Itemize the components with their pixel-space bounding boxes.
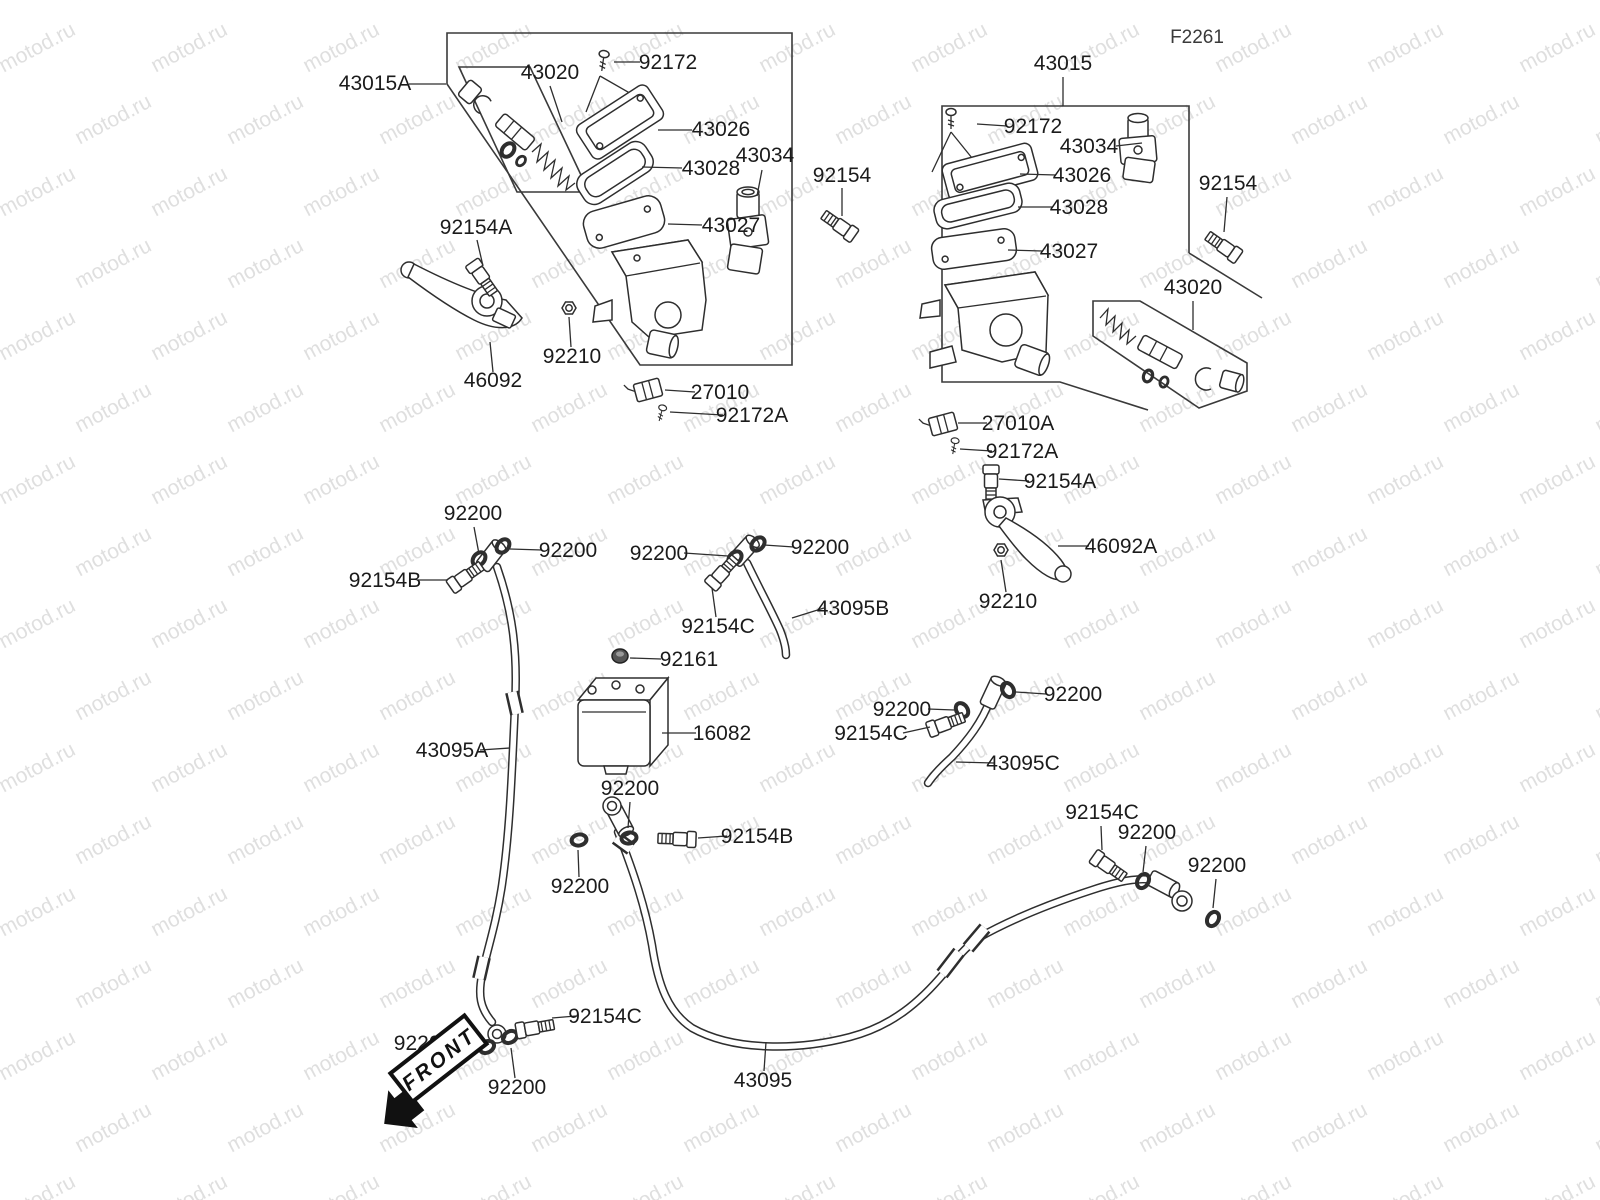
bolt-B-drawing [703, 552, 743, 593]
callout-92210-left: 92210 [543, 345, 601, 368]
oring-M1-drawing [618, 829, 640, 847]
callout-92154C-d: 92154C [1065, 801, 1139, 824]
mid-bolt-drawing [818, 207, 861, 244]
grommet-drawing [611, 648, 629, 664]
bolt-E-drawing [1087, 848, 1130, 885]
callout-92154B-b: 92154B [721, 825, 793, 848]
callout-92200-j: 92200 [488, 1076, 546, 1099]
callout-92172A-left: 92172A [716, 404, 788, 427]
callout-43015A: 43015A [339, 72, 411, 95]
callout-43095C: 43095C [986, 752, 1060, 775]
callout-43020-right: 43020 [1164, 276, 1222, 299]
callout-43026-left: 43026 [692, 118, 750, 141]
callout-92210-right: 92210 [979, 590, 1037, 613]
oring-C2-drawing [997, 678, 1019, 702]
callout-92172A-right: 92172A [986, 440, 1058, 463]
right-lever-drawing [982, 496, 1072, 583]
right-bolt-drawing [1202, 228, 1245, 265]
callout-46092: 46092 [464, 369, 522, 392]
callout-92200-g: 92200 [601, 777, 659, 800]
left-switch-drawing [623, 375, 664, 406]
callout-92154A-left: 92154A [440, 216, 512, 239]
left-switch-screw-drawing [654, 403, 668, 423]
left-master-cylinder-body-drawing [592, 239, 707, 359]
callout-92200-c: 92200 [630, 542, 688, 565]
oring-E2-drawing [1202, 907, 1224, 931]
left-joint-fitting-drawing [726, 186, 770, 275]
callout-92154C-c: 92154C [568, 1005, 642, 1028]
callout-43027-right: 43027 [1040, 240, 1098, 263]
callout-92200-f: 92200 [1044, 683, 1102, 706]
callout-92154-right: 92154 [1199, 172, 1258, 195]
callout-92200-h: 92200 [551, 875, 609, 898]
bolt-A-top-drawing [444, 558, 487, 595]
callout-43028-left: 43028 [682, 157, 740, 180]
callout-43028-right: 43028 [1050, 196, 1108, 219]
brake-hose-B-drawing [727, 532, 791, 660]
callout-92200-a: 92200 [444, 502, 502, 525]
callout-92200-e: 92200 [873, 698, 931, 721]
callout-43095: 43095 [734, 1069, 792, 1092]
right-piston-kit-drawing [1099, 307, 1245, 393]
callout-92161: 92161 [660, 648, 718, 671]
right-diaphragm-drawing [930, 227, 1018, 271]
left-nut-drawing [561, 301, 577, 315]
callout-92154C-a: 92154C [681, 615, 755, 638]
callout-43026-right: 43026 [1053, 164, 1111, 187]
callout-46092A: 46092A [1085, 535, 1157, 558]
callout-92154C-b: 92154C [834, 722, 908, 745]
callout-92200-l: 92200 [1188, 854, 1246, 877]
figure-code: F2261 [1170, 27, 1224, 48]
left-diaphragm-drawing [582, 195, 666, 249]
leader-lines [409, 61, 1228, 1079]
callout-92172-left: 92172 [639, 51, 697, 74]
callout-92154-mid: 92154 [813, 164, 872, 187]
callout-27010A: 27010A [982, 412, 1054, 435]
callout-43027-left: 43027 [702, 214, 760, 237]
callout-43034-left: 43034 [736, 144, 795, 167]
brake-hose-C-drawing [923, 673, 1009, 788]
left-gasket-drawing [576, 140, 654, 206]
bolt-M-drawing [656, 829, 698, 849]
right-master-cylinder-body-drawing [919, 271, 1051, 377]
callout-16082: 16082 [693, 722, 751, 745]
right-switch-drawing [918, 409, 959, 440]
right-screw-drawing [931, 107, 973, 173]
callout-43095A: 43095A [416, 739, 488, 762]
left-piston-kit-drawing [457, 79, 576, 192]
front-brake-hose-A-drawing [472, 536, 524, 1044]
callout-43034-right: 43034 [1060, 135, 1119, 158]
right-gasket-drawing [933, 182, 1023, 230]
callout-43020-left: 43020 [521, 61, 579, 84]
right-nut-drawing [993, 543, 1009, 557]
bolt-C-drawing [924, 708, 968, 739]
main-brake-hose-drawing [602, 796, 1193, 1051]
right-joint-fitting-drawing [1118, 112, 1158, 184]
callout-43015: 43015 [1034, 52, 1092, 75]
left-lever-drawing [400, 261, 523, 329]
callout-43095B: 43095B [817, 597, 889, 620]
callout-92172-right: 92172 [1004, 115, 1062, 138]
callout-27010: 27010 [691, 381, 749, 404]
right-switch-screw-drawing [948, 436, 961, 456]
left-reservoir-cap-drawing [575, 84, 665, 160]
callout-92200-k: 92200 [1118, 821, 1176, 844]
bolt-A-bottom-drawing [514, 1015, 556, 1040]
callout-92154B-a: 92154B [349, 569, 421, 592]
callout-labels: 43015A 43020 92172 43026 43028 43027 430… [339, 51, 1258, 1099]
callout-92154A-right: 92154A [1024, 470, 1096, 493]
callout-92200-d: 92200 [791, 536, 849, 559]
abs-unit-drawing [576, 675, 670, 775]
callout-92200-b: 92200 [539, 539, 597, 562]
oring-M2-drawing [568, 831, 590, 849]
